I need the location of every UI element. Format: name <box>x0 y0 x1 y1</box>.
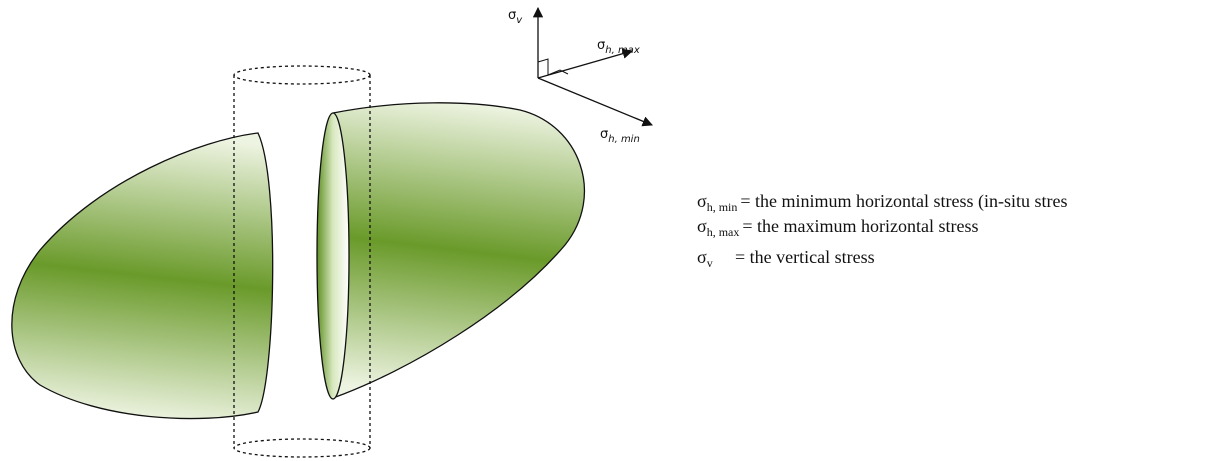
sigma-h-max-axis-arrow <box>537 48 633 79</box>
axis-right-angle-mark <box>537 58 569 76</box>
right-fracture-wing <box>332 102 586 400</box>
borehole-bottom-ellipse <box>233 438 371 458</box>
sigma-h-min-axis-arrow <box>537 77 653 127</box>
legend-row-h-min: σh, min= the minimum horizontal stress (… <box>697 191 1068 214</box>
sigma-h-min-label: σh, min <box>600 127 640 145</box>
borehole-top-ellipse <box>233 65 371 85</box>
left-fracture-wing <box>11 132 274 420</box>
sigma-v-label: σv <box>508 8 523 26</box>
right-wing-opening <box>316 112 350 400</box>
legend-row-v: σv= the vertical stress <box>697 247 875 270</box>
sigma-h-max-label: σh, max <box>597 38 640 56</box>
legend-row-h-max: σh, max= the maximum horizontal stress <box>697 216 978 239</box>
